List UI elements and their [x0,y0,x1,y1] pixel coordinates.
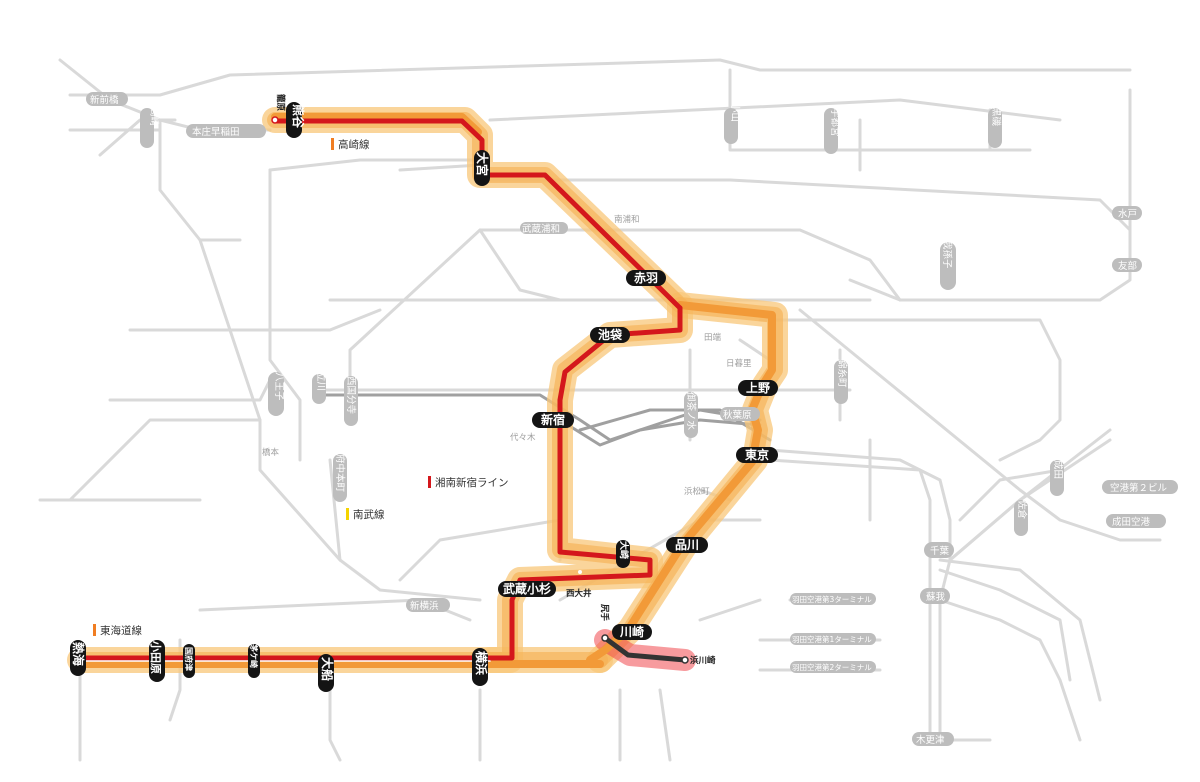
other-stations: 新前橋 高崎 本庄早稲田 小山 宇都宮 黒磯 水戸 友部 武蔵浦和 南浦和 八王… [86,92,1178,746]
station-chigasaki-pill [248,644,260,678]
station-ofuna: 大船 [320,657,335,681]
station-atami: 熱海 [71,642,86,666]
station-chigasaki: 茅ケ崎 [249,643,259,668]
station-musashi-kosugi-pill [498,581,556,597]
station-nishikokubunji: 西国分寺 [345,376,356,415]
station-shinjuku-pill [532,412,574,428]
legend: 高崎線 湘南新宿ライン 南武線 東海道線 [93,138,509,637]
station-ochanomizu: 御茶ノ水 [685,392,697,431]
station-tokyo-pill [736,447,778,463]
station-kozu-pill [183,644,195,678]
nambu-branch [271,116,689,664]
station-akihabara: 秋葉原 [723,409,752,421]
background-network [38,58,1162,762]
station-musashi-kosugi: 武蔵小杉 [503,581,551,596]
legend-swatch-tokaido [93,624,96,636]
station-kumagaya: 熊谷 [291,104,306,129]
station-shinagawa-pill [666,537,708,553]
station-mito: 水戸 [1118,208,1137,220]
station-odawara: 小田原 [149,640,163,674]
legend-takasaki-label: 高崎線 [338,138,370,151]
station-narita-airport: 成田空港 [1112,516,1151,528]
station-ueno-pill [738,380,778,396]
station-soga: 蘇我 [926,591,946,603]
station-tokyo: 東京 [745,447,769,462]
station-osaki: 大崎 [618,541,630,559]
station-shinagawa: 品川 [675,538,699,552]
station-shinmaebashi: 新前橋 [90,94,119,106]
station-fuchuhommachi: 府中本町 [334,454,346,493]
station-utsunomiya: 宇都宮 [829,108,841,137]
station-nippori: 日暮里 [726,358,752,369]
legend-swatch-takasaki [331,138,334,150]
station-omiya-pill [474,150,490,186]
station-kozu: 国府津 [184,647,194,671]
station-hachioji: 八王子 [273,372,284,401]
station-ikebukuro: 池袋 [598,327,623,342]
station-kumagaya-pill [286,102,302,138]
station-yokohama-pill [472,648,488,686]
station-tachikawa: 立川 [315,372,327,391]
station-yoyogi: 代々木 [510,432,536,443]
station-hashimoto: 橋本 [262,447,280,458]
station-narita: 成田 [1052,460,1064,479]
station-odawara-pill [149,640,165,682]
station-kinshicho: 錦糸町 [836,359,848,388]
station-omiya: 大宮 [475,152,490,176]
station-airport-t2: 空港第２ビル [1110,482,1168,494]
station-ikebukuro-pill [590,327,630,343]
station-sakura: 佐倉 [1016,500,1028,520]
station-akabane-pill [626,270,666,286]
legend-shonan-shinjuku-label: 湘南新宿ライン [435,476,509,489]
station-ueno: 上野 [746,380,770,395]
legend-swatch-shonan-shinjuku [428,476,431,488]
station-honjo-waseda: 本庄早稲田 [192,126,240,138]
station-nishi-oi: 西大井 [566,588,592,599]
station-shin-yokohama: 新横浜 [410,600,439,612]
station-yokohama: 横浜 [474,651,489,675]
station-tomobe: 友部 [1118,260,1137,272]
station-minami-urawa: 南浦和 [614,214,640,225]
station-kawasaki-pill [612,624,652,640]
station-haneda-t1: 羽田空港第1ターミナル [792,634,872,644]
station-kurosoiso: 黒磯 [990,107,1002,127]
station-haneda-t2: 羽田空港第2ターミナル [792,662,872,672]
station-hamamatsucho: 浜松町 [684,486,710,497]
station-shitte: 尻手 [599,604,610,622]
station-hama-kawasaki: 浜川崎 [690,655,716,666]
station-kagohara: 籠原 [275,93,286,112]
legend-nambu-label: 南武線 [353,508,385,521]
station-kisarazu: 木更津 [916,734,945,746]
station-akabane: 赤羽 [634,270,658,285]
station-abiko: 我孫子 [941,240,953,269]
station-oyama: 小山 [729,103,740,122]
legend-swatch-nambu [346,508,349,520]
highlighted-stations: 籠原 熊谷 大宮 赤羽 池袋 上野 新宿 東京 大崎 品川 武蔵小杉 西大井 尻… [70,93,778,692]
station-atami-pill [70,640,86,676]
station-takasaki: 高崎 [148,107,160,127]
legend-tokaido-label: 東海道線 [100,624,142,637]
station-ofuna-pill [318,654,334,692]
station-chiba: 千葉 [930,545,950,557]
station-tabata: 田端 [704,332,722,343]
station-haneda-t3: 羽田空港第3ターミナル [792,594,872,604]
station-musashi-urawa: 武蔵浦和 [522,223,560,235]
station-shinjuku: 新宿 [541,412,565,427]
station-kawasaki: 川崎 [619,624,644,639]
station-osaki-pill [616,540,630,568]
